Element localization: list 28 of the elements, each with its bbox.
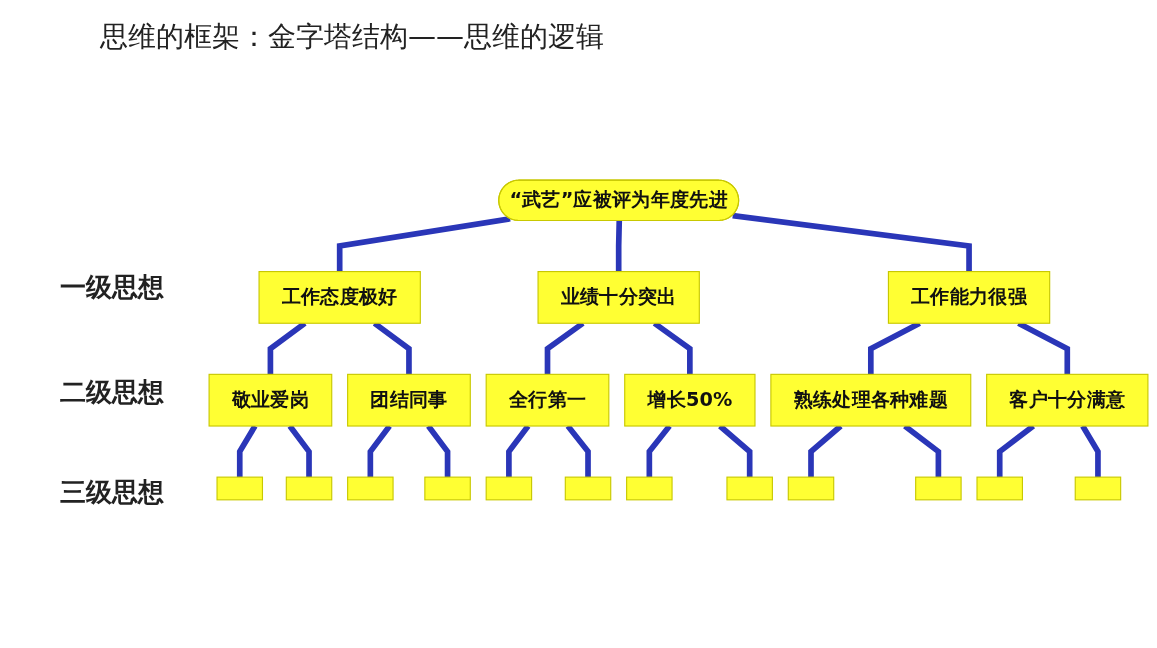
node-box (424, 476, 471, 501)
connector (336, 215, 511, 272)
node-box (347, 476, 394, 501)
connector (732, 212, 972, 272)
connector (615, 220, 623, 272)
node-box: 敬业爱岗 (208, 373, 333, 427)
node-box (285, 476, 333, 501)
node-box (787, 476, 835, 501)
node-box (216, 476, 264, 501)
title: 思维的框架：金字塔结构——思维的逻辑 (100, 19, 604, 55)
node-box: 团结同事 (347, 373, 471, 427)
node-box: 全行第一 (485, 373, 610, 427)
node-box (976, 476, 1023, 501)
node-box (564, 476, 612, 501)
node-box (485, 476, 533, 501)
level-label: 一级思想 (60, 271, 164, 304)
node-box: 业绩十分突出 (537, 271, 700, 324)
level-label: 二级思想 (60, 376, 164, 409)
node-box (726, 476, 773, 501)
node-box: 客户十分满意 (986, 373, 1149, 427)
node-box: 熟练处理各种难题 (770, 373, 972, 427)
node-box: 增长50% (624, 373, 756, 427)
node-box (1074, 476, 1122, 501)
node-box: 工作态度极好 (258, 271, 421, 324)
node-box (626, 476, 673, 501)
level-label: 三级思想 (60, 476, 164, 509)
node-box (915, 476, 962, 501)
node-box: 工作能力很强 (887, 271, 1051, 324)
